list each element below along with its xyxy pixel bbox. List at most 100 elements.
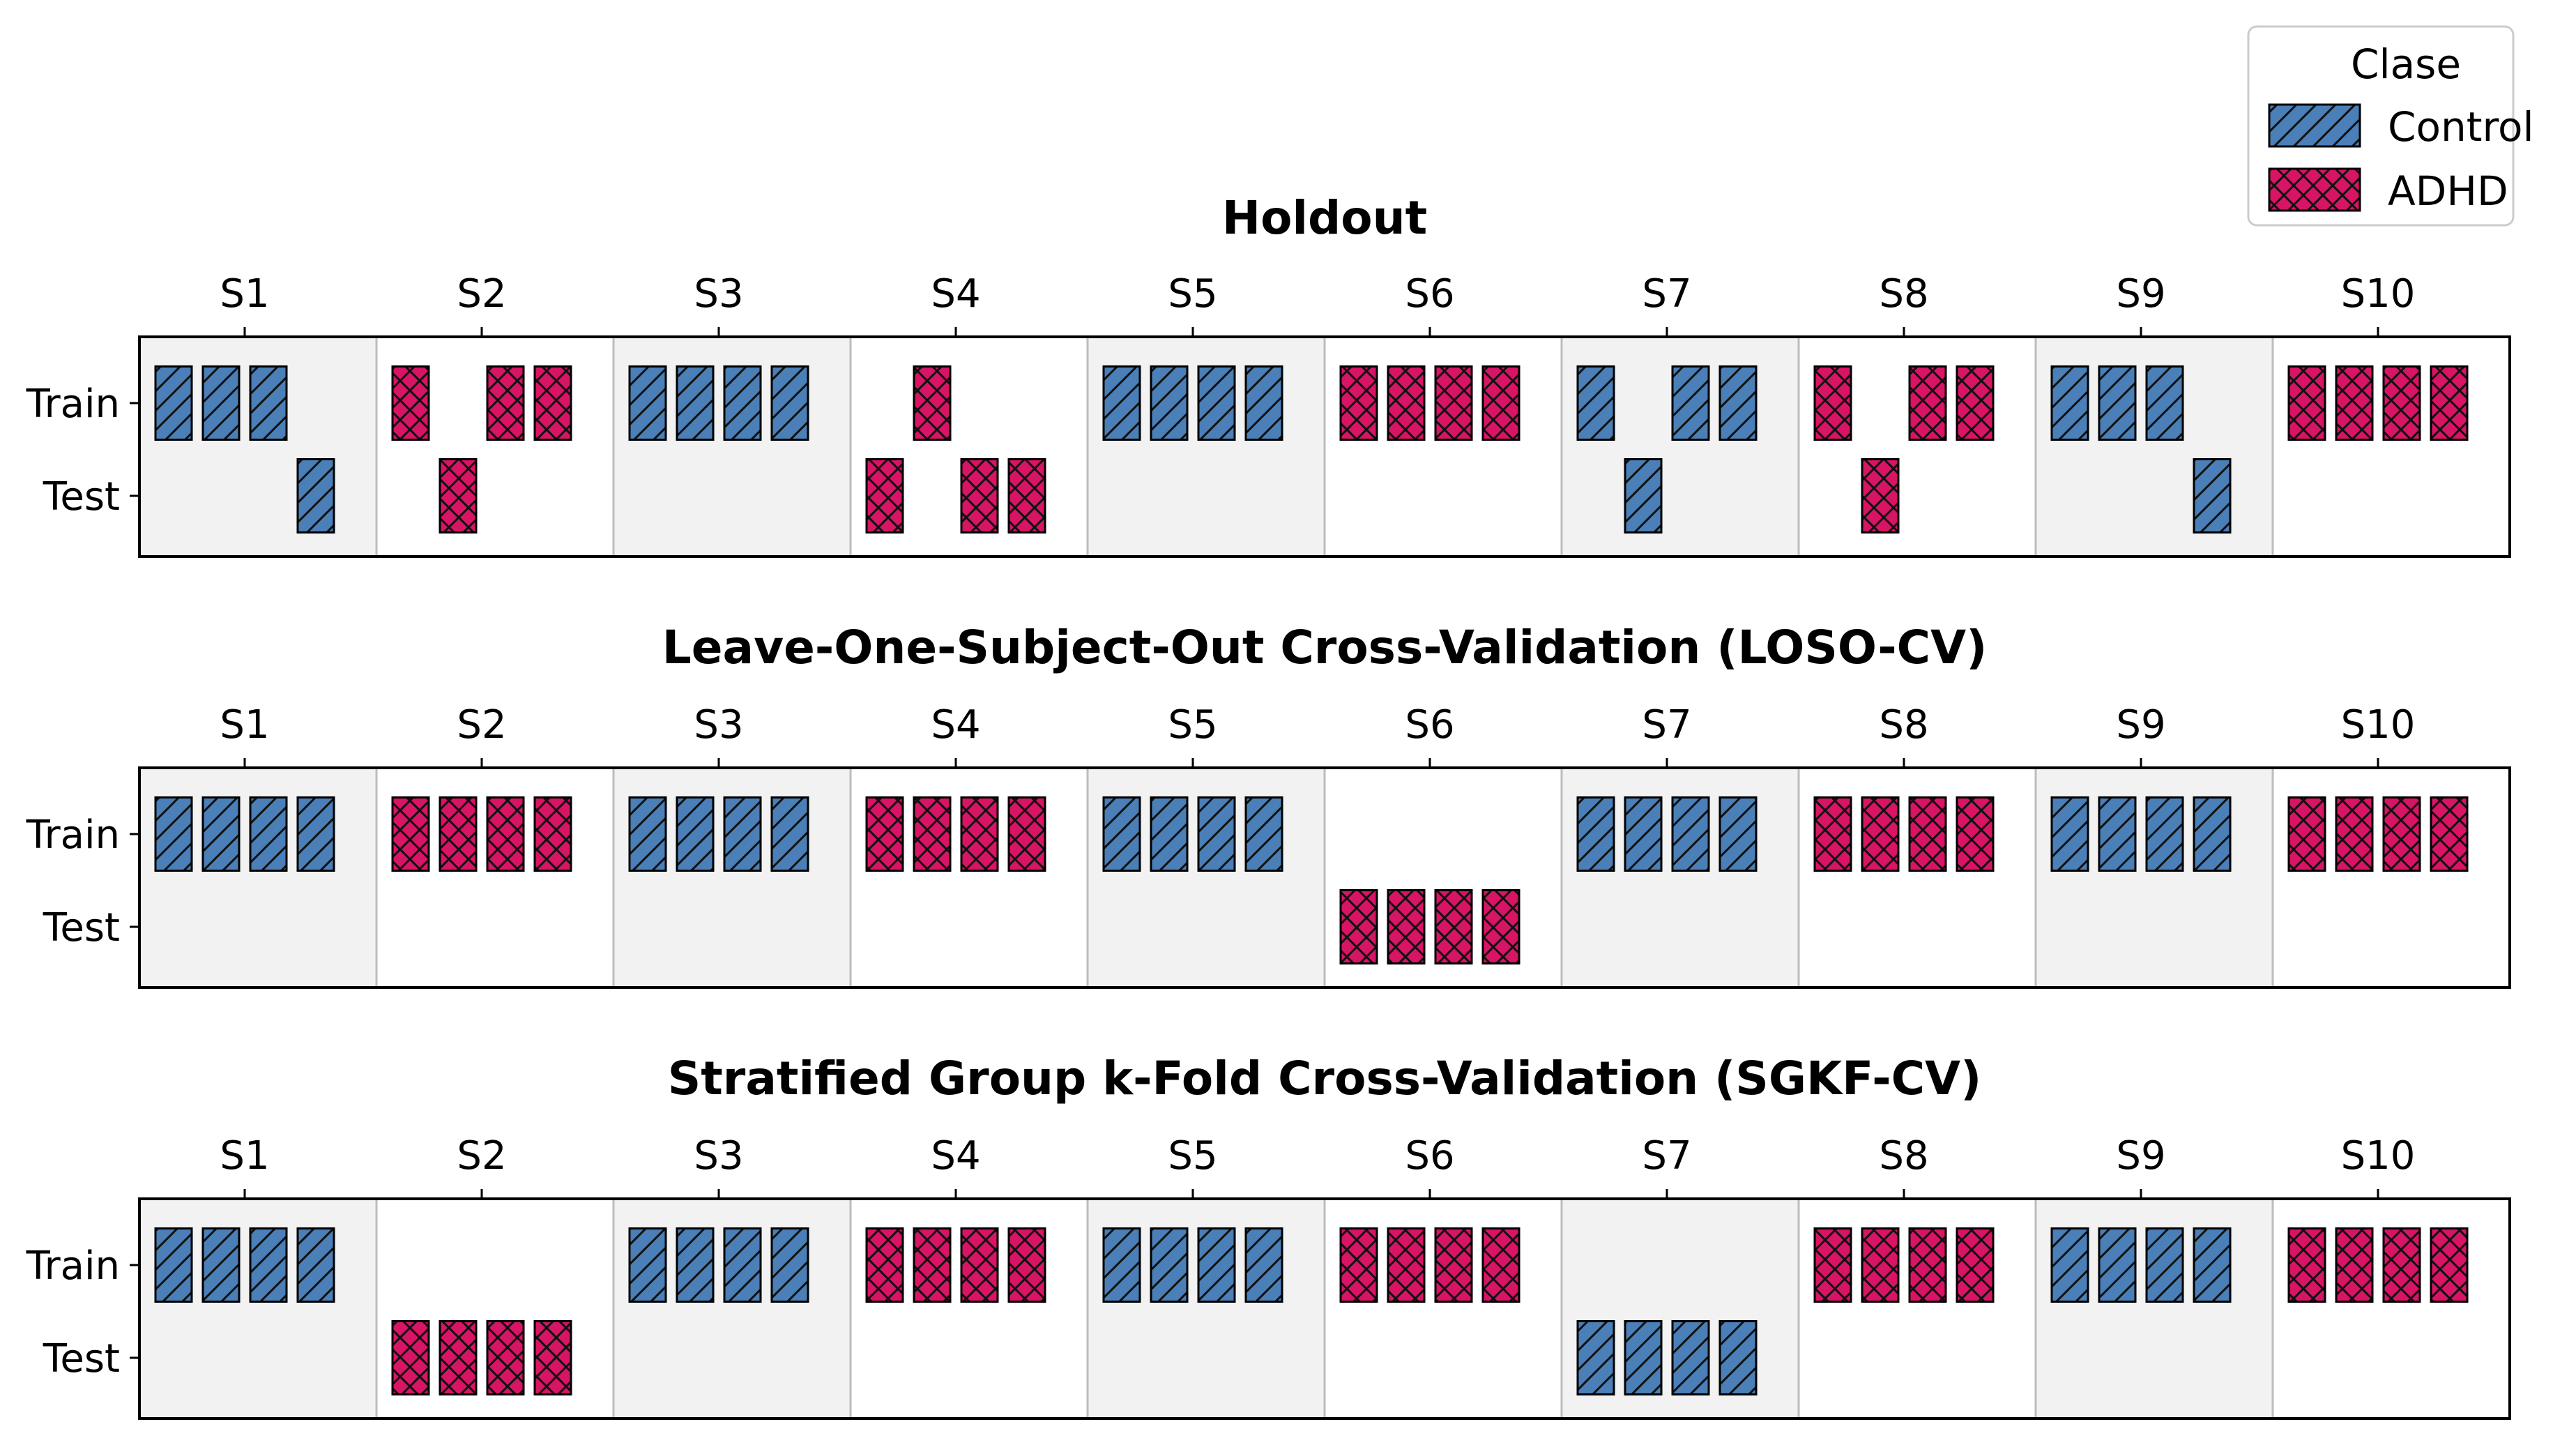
legend: Clase Control ADHD (2247, 25, 2534, 227)
segment-adhd-train (1956, 796, 1995, 872)
segment-adhd-train (391, 796, 430, 872)
segment-control-train (2050, 365, 2089, 441)
subject-label: S9 (2116, 1133, 2165, 1179)
segment-adhd-test (1434, 889, 1473, 964)
segment-control-train (154, 796, 193, 872)
subject-label: S1 (220, 702, 269, 748)
segment-control-train (1197, 365, 1236, 441)
segment-control-train (2050, 1227, 2089, 1303)
segment-control-train (1150, 365, 1189, 441)
subject-label: S5 (1168, 271, 1217, 317)
panel-title: Holdout (1222, 191, 1427, 245)
row-label-test: Test (43, 905, 120, 951)
legend-title: Clase (2351, 40, 2461, 88)
segment-adhd-test (439, 1320, 478, 1395)
segment-adhd-train (2287, 365, 2326, 441)
segment-adhd-train (865, 796, 904, 872)
panel-frame (138, 335, 2511, 558)
subject-label: S10 (2341, 271, 2416, 317)
segment-control-test (1718, 1320, 1758, 1395)
subject-label: S2 (457, 702, 506, 748)
subject-label: S3 (694, 702, 743, 748)
segment-adhd-train (1481, 365, 1521, 441)
segment-adhd-train (2430, 1227, 2469, 1303)
segment-control-train (2145, 1227, 2184, 1303)
segment-adhd-train (1387, 365, 1426, 441)
segment-control-test (296, 458, 335, 533)
subject-label: S7 (1642, 271, 1691, 317)
segment-adhd-train (1813, 796, 1852, 872)
segment-control-train (2098, 1227, 2137, 1303)
segment-control-train (1576, 365, 1615, 441)
segment-adhd-train (960, 1227, 999, 1303)
segment-control-test (1576, 1320, 1615, 1395)
segment-adhd-train (2335, 365, 2374, 441)
subject-label: S6 (1405, 271, 1454, 317)
segment-control-train (1244, 365, 1283, 441)
panel-title: Stratified Group k-Fold Cross-Validation… (668, 1052, 1982, 1105)
segment-control-train (676, 1227, 715, 1303)
panel-frame (138, 766, 2511, 989)
segment-adhd-train (2382, 365, 2421, 441)
segment-control-train (1102, 1227, 1141, 1303)
subject-label: S3 (694, 1133, 743, 1179)
segment-control-train (1718, 796, 1758, 872)
segment-control-test (1624, 1320, 1663, 1395)
segment-adhd-train (1387, 1227, 1426, 1303)
segment-adhd-train (865, 1227, 904, 1303)
segment-adhd-train (960, 796, 999, 872)
segment-control-test (2193, 458, 2232, 533)
segment-control-test (1671, 1320, 1710, 1395)
segment-control-train (201, 796, 241, 872)
segment-adhd-test (391, 1320, 430, 1395)
segment-adhd-train (1481, 1227, 1521, 1303)
segment-adhd-train (2430, 365, 2469, 441)
segment-adhd-train (1434, 1227, 1473, 1303)
segment-control-train (154, 365, 193, 441)
segment-adhd-train (1007, 1227, 1046, 1303)
legend-swatch-control (2268, 103, 2361, 148)
segment-adhd-train (913, 1227, 952, 1303)
segment-control-train (249, 1227, 288, 1303)
segment-adhd-test (486, 1320, 525, 1395)
segment-control-train (1244, 1227, 1283, 1303)
segment-control-train (2145, 796, 2184, 872)
segment-control-train (2098, 365, 2137, 441)
segment-adhd-train (2335, 1227, 2374, 1303)
subject-label: S1 (220, 271, 269, 317)
segment-adhd-train (1908, 1227, 1947, 1303)
segment-adhd-train (1813, 1227, 1852, 1303)
panel-2: Leave-One-Subject-Out Cross-Validation (… (26, 621, 2511, 989)
segment-control-train (770, 1227, 809, 1303)
segment-adhd-train (2382, 796, 2421, 872)
segment-control-train (2098, 796, 2137, 872)
segment-control-train (1197, 1227, 1236, 1303)
segment-adhd-test (1339, 889, 1378, 964)
subject-label: S10 (2341, 1133, 2416, 1179)
segment-adhd-train (1956, 1227, 1995, 1303)
segment-adhd-train (2430, 796, 2469, 872)
subject-label: S6 (1405, 702, 1454, 748)
segment-control-train (2193, 796, 2232, 872)
segment-control-train (1671, 365, 1710, 441)
subject-label: S5 (1168, 1133, 1217, 1179)
segment-adhd-train (1861, 796, 1900, 872)
segment-control-train (1671, 796, 1710, 872)
legend-label-adhd: ADHD (2388, 167, 2508, 215)
segment-control-test (1624, 458, 1663, 533)
panel-title: Leave-One-Subject-Out Cross-Validation (… (662, 621, 1988, 674)
segment-control-train (201, 365, 241, 441)
segment-control-train (1244, 796, 1283, 872)
segment-adhd-test (533, 1320, 572, 1395)
row-label-test: Test (43, 474, 120, 520)
segment-adhd-train (439, 796, 478, 872)
row-label-train: Train (26, 381, 120, 427)
segment-adhd-train (486, 365, 525, 441)
segment-adhd-train (913, 796, 952, 872)
segment-control-train (2145, 365, 2184, 441)
segment-adhd-train (486, 796, 525, 872)
subject-label: S4 (931, 271, 980, 317)
segment-adhd-train (2287, 1227, 2326, 1303)
subject-label: S8 (1879, 271, 1928, 317)
